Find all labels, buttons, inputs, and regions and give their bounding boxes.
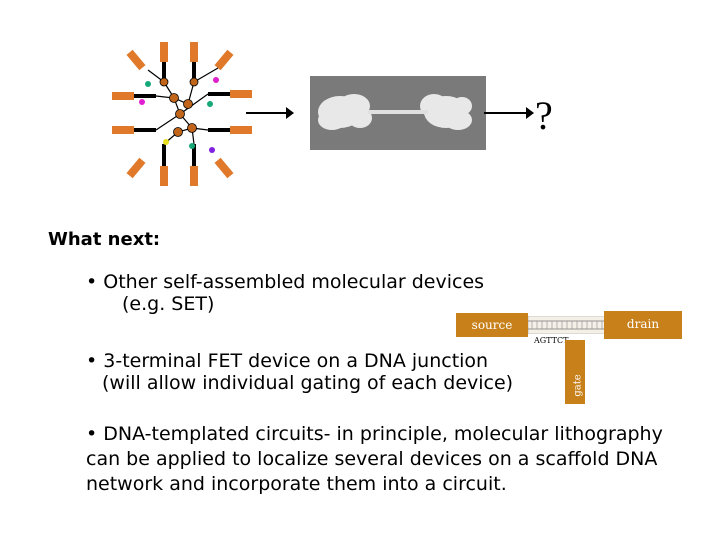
fet-gate-label: gate (572, 374, 584, 397)
dna-templated-wire-micrograph (310, 76, 486, 150)
arrow-right-icon (484, 107, 534, 119)
electrode (112, 92, 134, 100)
bullet-molecular-devices-example: (e.g. SET) (122, 293, 215, 315)
electrode (190, 42, 198, 62)
fet-drain-electrode: drain (604, 311, 682, 339)
electrode (230, 126, 252, 134)
fet-gate-electrode: gate (565, 340, 585, 404)
arrow-right-icon (246, 107, 294, 119)
electrode (160, 42, 168, 62)
question-mark: ? (535, 93, 553, 138)
dna-node (169, 93, 179, 103)
electrode (214, 49, 234, 71)
bullet-dna-templated-circuits: • DNA-templated circuits- in principle, … (86, 423, 663, 495)
fet-dna-channel (528, 316, 606, 334)
dna-node (159, 77, 169, 87)
dna-node (183, 99, 193, 109)
electrode (126, 157, 146, 179)
electrode (214, 157, 234, 179)
bullet-molecular-devices: • Other self-assembled molecular devices (86, 271, 485, 293)
electrode (160, 166, 168, 186)
dna-node (189, 77, 199, 87)
fet-source-electrode: source (456, 313, 528, 337)
fet-dna-sequence: AGTTCT (534, 336, 569, 345)
electrode (190, 166, 198, 186)
electrode (126, 49, 146, 71)
bullet-fet-device: • 3-terminal FET device on a DNA junctio… (86, 350, 489, 372)
section-heading: What next: (48, 229, 161, 250)
dna-node (187, 123, 197, 133)
bullet-fet-device-detail: (will allow individual gating of each de… (102, 372, 514, 394)
dna-node (175, 109, 185, 119)
electrode (112, 126, 134, 134)
dna-node (173, 127, 183, 137)
dna-scaffold-illustration (112, 42, 252, 186)
electrode (230, 90, 252, 98)
